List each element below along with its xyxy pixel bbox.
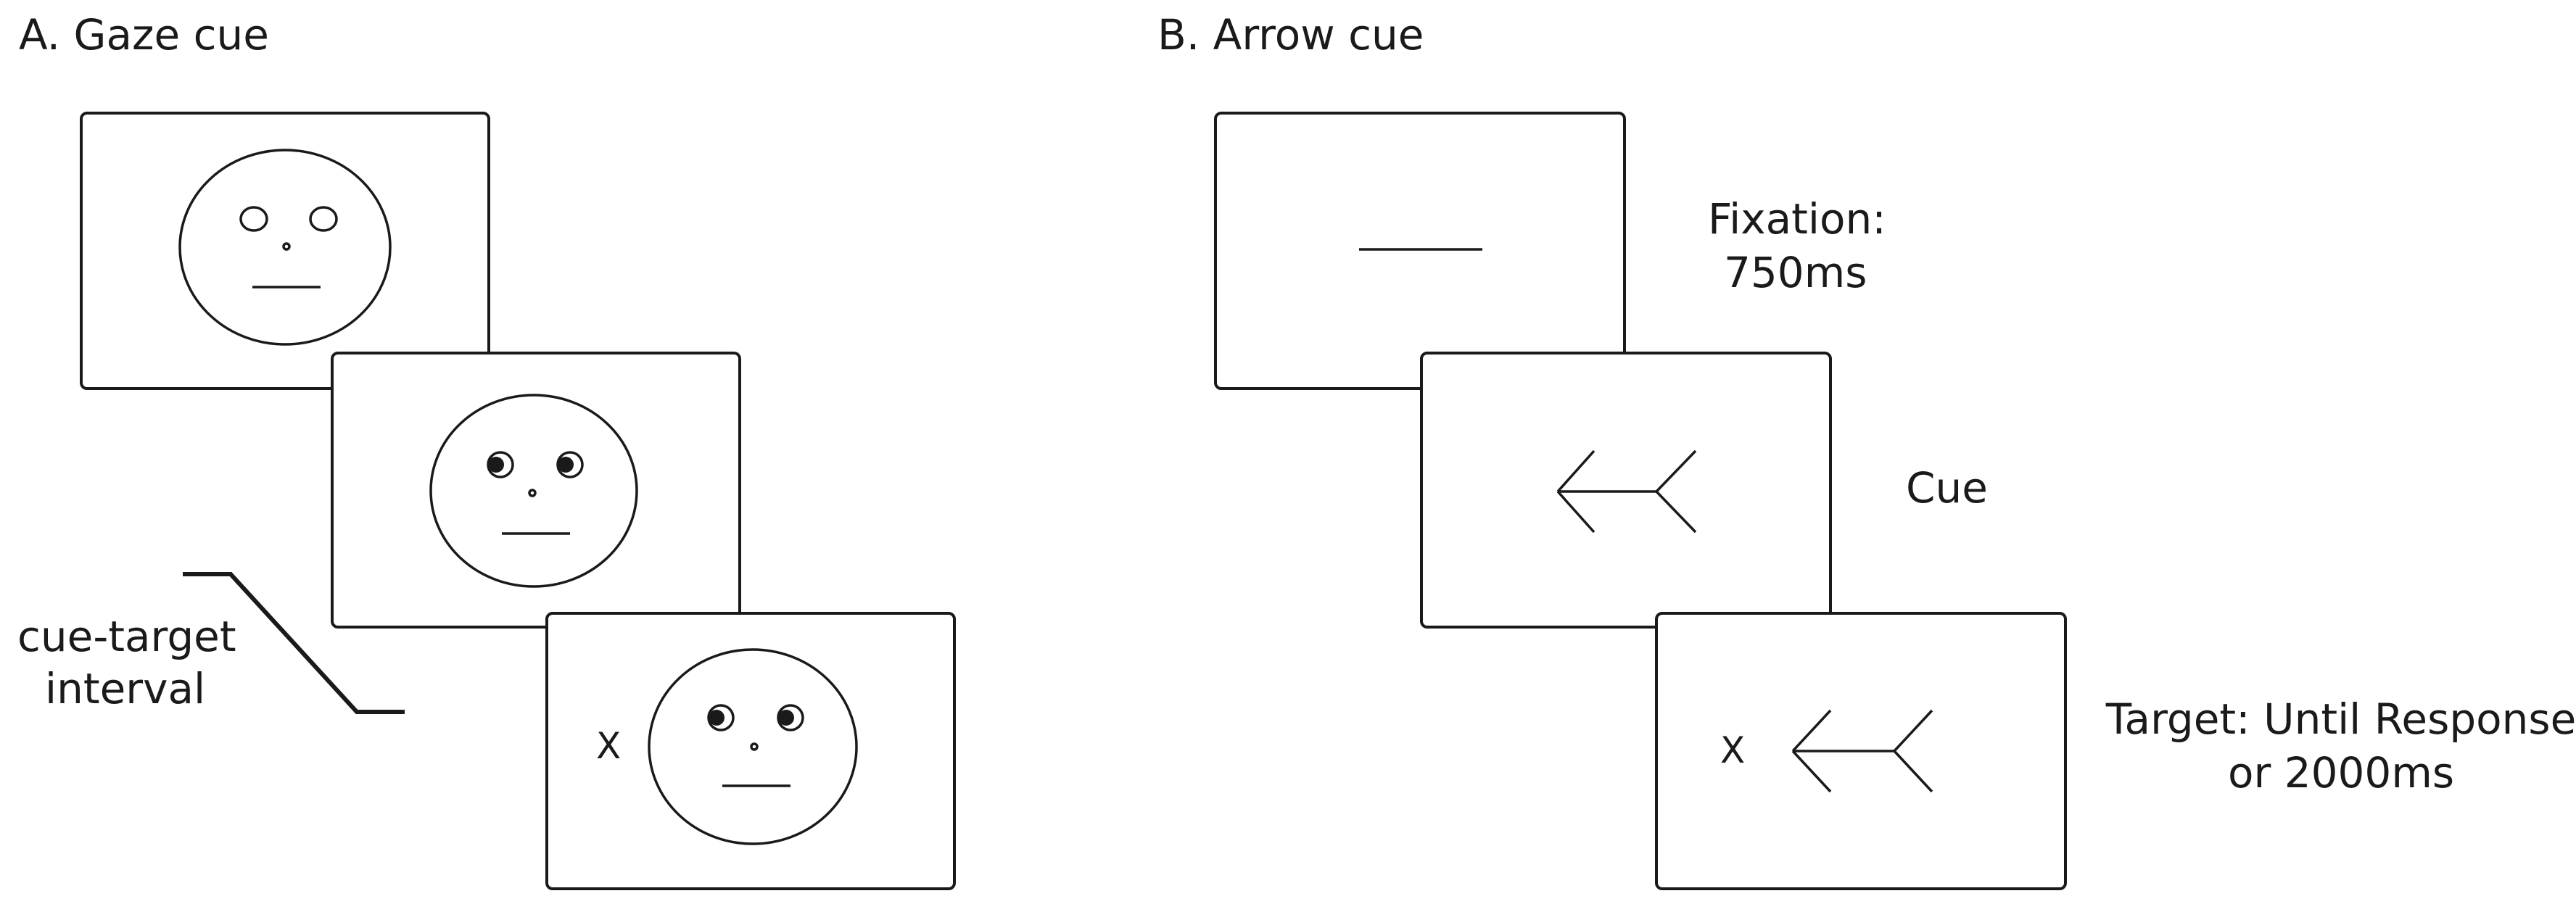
cue-label: Cue [1906,463,1988,513]
interval-label-line2: interval [45,664,205,713]
panel-a-title: A. Gaze cue [19,10,269,59]
target-label-line2: or 2000ms [2228,748,2454,797]
target-face [648,648,858,845]
nose-dot [282,242,291,251]
target-x: X [1720,729,1745,771]
nose-dot [750,742,759,751]
arrow-cue-frame [1420,352,1832,629]
gaze-fixation-frame [80,112,490,390]
left-eye-averted [707,704,735,731]
interval-bracket [183,572,405,714]
right-eye-averted [777,704,804,731]
target-label-line1: Target: Until Response [2105,694,2576,744]
arrow-target-frame: X [1655,612,2067,890]
gaze-target-frame: X [545,612,956,890]
panel-b-title: B. Arrow cue [1157,10,1424,59]
gaze-cue-frame [331,352,741,629]
arrow-fixation-frame [1214,112,1626,390]
fixation-label-line1: Fixation: [1708,194,1886,244]
target-x: X [596,725,621,767]
right-eye-open [309,206,338,232]
right-eye-averted [556,451,584,478]
neutral-face [178,149,392,346]
left-arrow-icon [1791,709,1933,793]
left-eye-open [239,206,268,232]
fixation-label-line2: 750ms [1724,248,1867,297]
nose-dot [528,489,537,497]
interval-label-line1: cue-target [17,612,236,661]
left-arrow-icon [1556,449,1697,534]
left-eye-averted [487,451,514,478]
